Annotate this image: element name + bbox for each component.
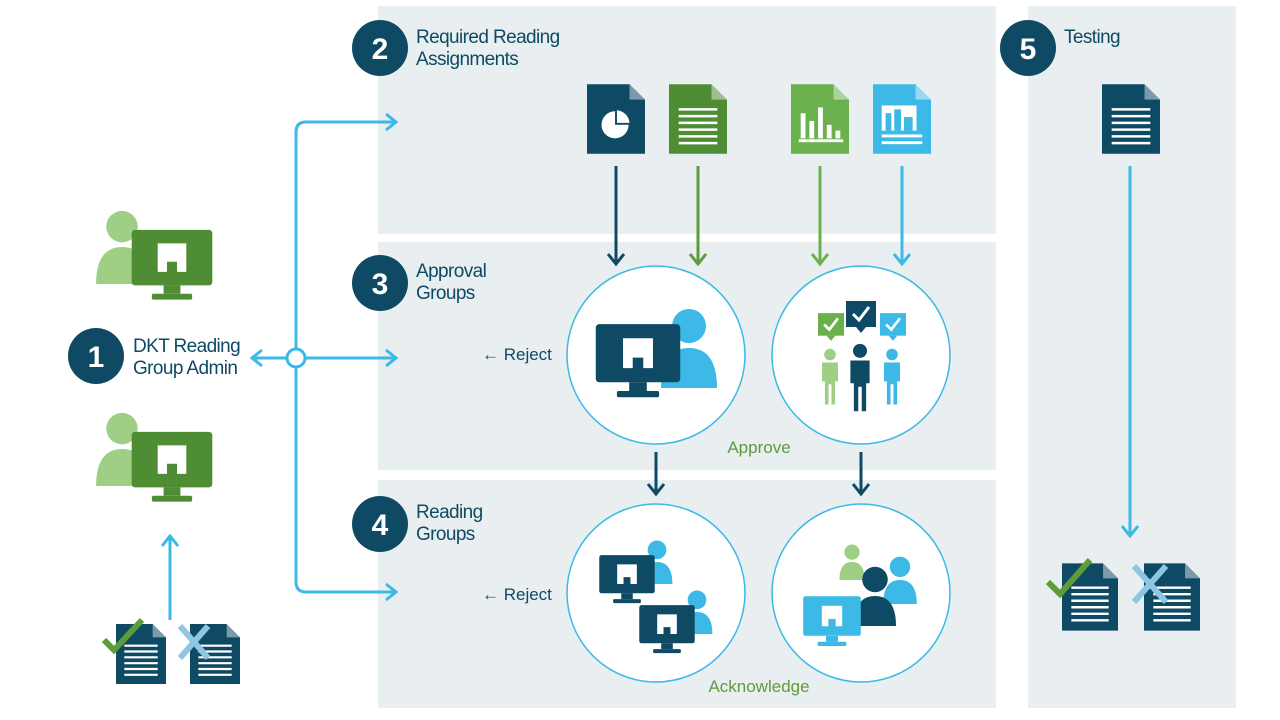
step-2-badge: 2 <box>352 20 408 76</box>
acknowledge-label: Acknowledge <box>708 677 809 696</box>
svg-text:5: 5 <box>1020 33 1037 66</box>
approval-reject-label: ← Reject <box>482 345 552 364</box>
approve-label: Approve <box>727 438 790 457</box>
cross-icon <box>177 624 211 660</box>
admin-users-bottom <box>96 412 213 502</box>
reading-reject-label: ← Reject <box>482 585 552 604</box>
assignment-arrows <box>606 166 912 267</box>
step-4-badge: 4 <box>352 496 408 552</box>
readers-circle <box>566 503 746 683</box>
step-1-label-line1: DKT Reading <box>133 336 240 357</box>
svg-text:4: 4 <box>372 509 389 542</box>
check-icon <box>1045 558 1093 599</box>
step-1-label-line2: Group Admin <box>133 358 237 379</box>
step-1-badge: 1 <box>68 328 124 384</box>
reading-group-circle <box>771 503 951 683</box>
distribution-connector <box>249 112 399 602</box>
approve-arrows <box>646 452 871 497</box>
step-3-label-line1: Approval <box>416 261 486 282</box>
test-document-icon <box>1102 84 1160 154</box>
text-document-icon <box>669 84 727 154</box>
cross-icon <box>1131 564 1169 604</box>
step-4-label-line1: Reading <box>416 502 483 523</box>
svg-text:3: 3 <box>372 268 389 301</box>
chart-document-icon <box>791 84 849 154</box>
testing-arrow <box>1120 166 1140 539</box>
admin-users-top <box>96 210 213 300</box>
step-2-label-line1: Required Reading <box>416 27 560 48</box>
svg-text:2: 2 <box>372 33 389 66</box>
step-3-badge: 3 <box>352 255 408 311</box>
step-5-badge: 5 <box>1000 20 1056 76</box>
feedback-arrow-up <box>160 533 180 620</box>
step-4-label-line2: Groups <box>416 524 475 545</box>
testing-result-docs <box>1045 558 1200 632</box>
approval-group-circle <box>771 265 951 445</box>
step-3-label-line2: Groups <box>416 283 475 304</box>
report-document-icon <box>873 84 931 154</box>
step-5-label: Testing <box>1064 27 1120 48</box>
pie-document-icon <box>587 84 645 154</box>
approver-circle <box>566 265 746 445</box>
admin-result-docs <box>101 617 240 684</box>
step-2-label-line2: Assignments <box>416 49 518 70</box>
check-icon <box>101 617 145 655</box>
svg-text:1: 1 <box>88 341 105 374</box>
